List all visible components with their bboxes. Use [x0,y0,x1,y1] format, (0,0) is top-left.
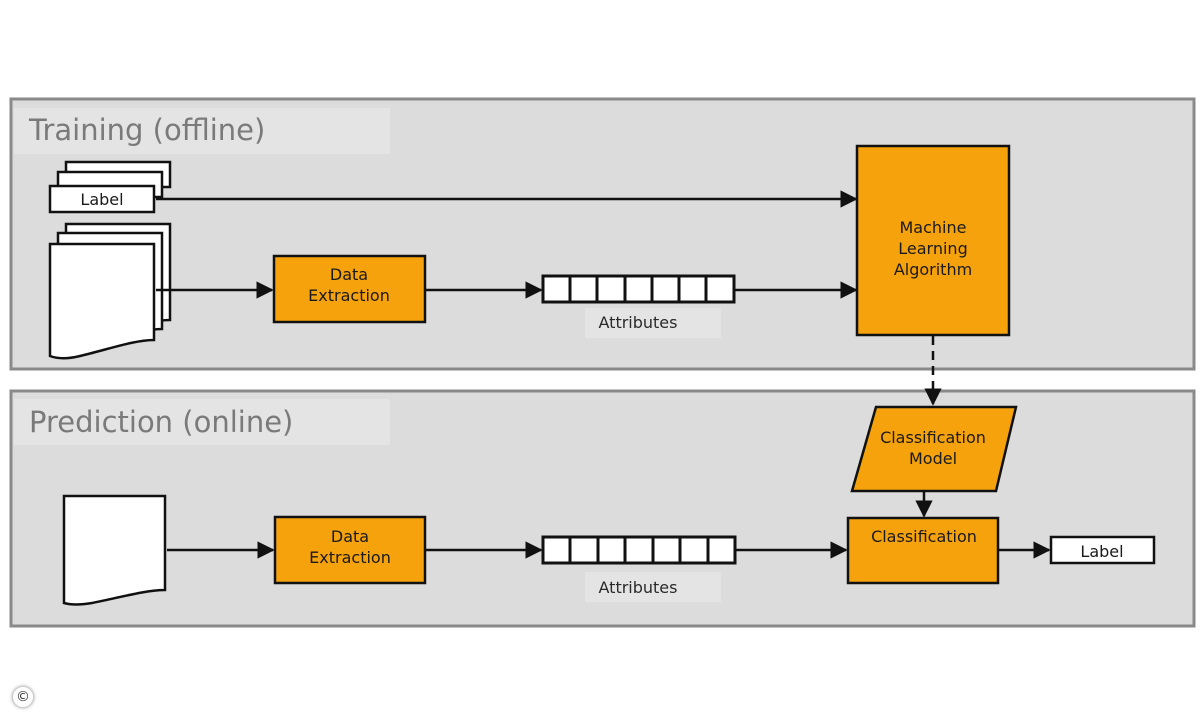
prediction-data-extraction-box [273,515,427,585]
training-title: Training (offline) [28,113,265,147]
prediction-data-extraction-line1: Data [331,527,369,546]
prediction-data-extraction-line2: Extraction [309,548,391,567]
classification-model-line2: Model [909,449,957,468]
prediction-attribute-vector [541,535,737,565]
prediction-attributes-label-backdrop [585,572,721,602]
classification-label: Classification [871,527,977,546]
training-attributes-label-backdrop [585,308,721,338]
training-document-stack [48,222,172,360]
output-label-text: Label [1080,542,1123,561]
prediction-document [62,494,167,606]
ml-algorithm-box [855,144,1011,337]
ml-algorithm-line1: Machine [900,218,967,237]
training-data-extraction-line2: Extraction [308,286,390,305]
training-data-extraction-line1: Data [330,265,368,284]
ml-algorithm-line3: Algorithm [894,260,972,279]
training-label-text: Label [80,190,123,209]
training-attribute-vector [541,274,736,304]
classification-model-line1: Classification [880,428,986,447]
classification-box [846,516,1000,585]
training-title-backdrop [14,108,390,154]
ml-algorithm-line2: Learning [898,239,967,258]
prediction-title: Prediction (online) [29,405,293,439]
output-label-box [1049,535,1156,565]
training-label-stack: Label [48,160,172,214]
prediction-attributes-label: Attributes [599,578,678,597]
training-data-extraction-box [272,254,427,324]
prediction-title-backdrop [14,399,390,445]
classification-model-shape [850,405,1018,493]
training-attributes-label: Attributes [599,313,678,332]
copyright-icon: © [12,686,34,708]
